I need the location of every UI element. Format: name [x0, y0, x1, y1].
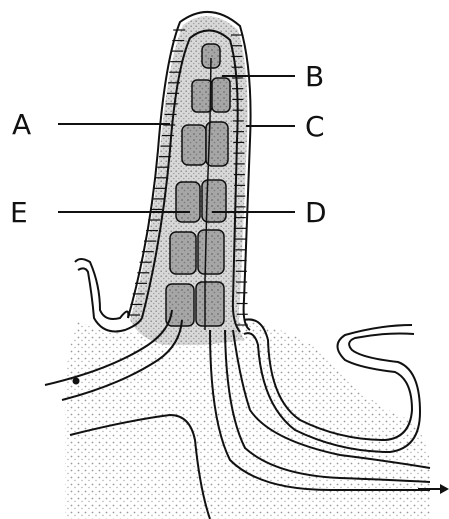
cell-b	[192, 80, 212, 112]
label-b: B	[305, 60, 324, 93]
cell-g2	[196, 282, 224, 326]
cell-d	[202, 180, 226, 222]
cell-e	[176, 182, 200, 222]
label-d: D	[305, 196, 327, 229]
cell-f	[170, 232, 196, 274]
label-e: E	[10, 196, 28, 229]
inflow-arrow	[73, 378, 80, 385]
cell-c	[182, 125, 206, 165]
label-a: A	[12, 108, 31, 141]
cell-f2	[198, 230, 224, 274]
label-c: C	[305, 110, 325, 143]
cell-b2	[212, 78, 230, 112]
